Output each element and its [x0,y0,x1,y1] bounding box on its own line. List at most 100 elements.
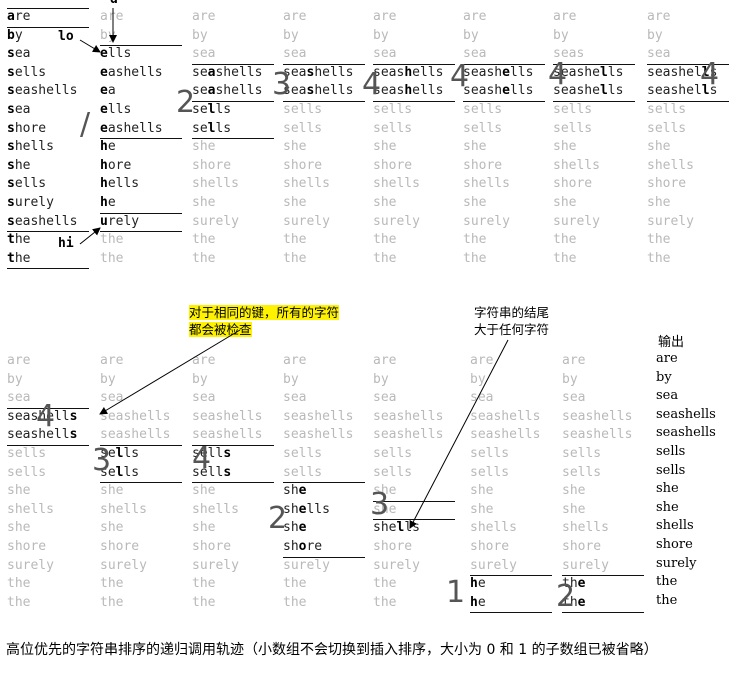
cell-text: seas [553,46,585,62]
trace-cell: sea [373,45,396,63]
hi-arrow [79,227,101,245]
cell-text: shore [100,539,140,554]
cell-key-char: e [298,520,307,536]
handwritten-depth-mark: 4 [548,57,568,92]
subarray-boundary [192,445,274,446]
trace-cell: she [192,482,215,500]
cell-suffix: rely [107,213,140,229]
trace-cell: sea [562,389,585,407]
cell-key-char: l [701,64,710,80]
trace-cell: the [7,231,30,249]
trace-cell: she [7,519,30,537]
cell-text: surely [553,213,600,229]
cell-text: shells [283,176,330,192]
cell-text: seashells [192,408,263,424]
trace-cell: sells [283,101,322,119]
cell-key-char: h [100,139,108,155]
cell-prefix: seash [463,64,503,80]
cell-suffix: ea [14,102,31,117]
cell-text: she [192,195,216,210]
trace-cell: he [100,138,116,156]
cell-prefix: she [373,520,397,536]
cell-text: by [192,27,208,43]
cell-key-char: e [298,501,307,517]
cell-text: seashells [562,427,633,443]
cell-suffix: e [107,139,116,155]
handwritten-depth-mark: 4 [36,399,56,434]
cell-text: the [7,594,31,610]
cell-text: sells [283,102,323,117]
trace-cell: he [470,575,486,593]
cell-suffix: ls [123,464,140,480]
trace-cell: eashells [100,64,163,82]
trace-cell: the [373,575,396,593]
trace-cell: seashells [463,82,533,100]
digit-label: d [110,0,118,7]
cell-suffix: lls [509,83,534,99]
trace-cell: shells [283,501,330,519]
cell-text: by [283,371,299,387]
cell-suffix: ore [107,157,132,173]
cell-text: shells [647,157,694,173]
trace-cell: seashells [562,426,632,444]
trace-cell: she [647,194,670,212]
subarray-boundary [100,231,182,233]
trace-cell: the [373,250,396,268]
handwritten-depth-mark: 1 [446,575,466,610]
handwritten-depth-mark: 3 [92,443,112,478]
cell-text: sells [562,446,602,461]
trace-cell: are [283,8,306,26]
trace-cell: she [470,501,493,519]
cell-text: surely [192,213,239,229]
cell-prefix: sh [283,501,299,517]
trace-cell: sells [553,101,592,119]
cell-text: sells [283,464,323,480]
trace-cell: shore [562,538,601,556]
cell-text: by [373,27,389,43]
trace-cell: shells [562,519,609,537]
trace-cell: seashells [470,408,540,426]
trace-cell: sells [373,464,412,482]
trace-cell: sells [373,101,412,119]
cell-prefix: sell [192,446,224,461]
cell-key-char: s [7,120,15,136]
cell-suffix: re [14,9,31,24]
trace-cell: seashells [100,408,170,426]
cell-prefix: seashell [7,408,70,424]
trace-cell: are [463,8,486,26]
cell-suffix: ls [607,64,624,80]
trace-cell: surely [647,213,694,231]
cell-text: shore [192,157,232,173]
trace-cell: shells [192,501,239,519]
cell-prefix: seashell [7,427,70,443]
cell-suffix: he [14,250,31,266]
cell-key-char: e [577,576,586,592]
cell-suffix: e [477,594,486,610]
trace-cell: are [373,8,396,26]
trace-cell: by [470,371,486,389]
cell-key-char: s [7,139,15,155]
trace-cell: she [553,138,576,156]
cell-suffix: shells [215,83,263,99]
cell-text: she [463,139,487,155]
cell-text: are [283,9,307,24]
cell-key-char: e [298,483,307,499]
trace-cell: seashells [7,408,77,426]
cell-key-char: e [100,102,108,117]
cell-text: she [562,501,586,517]
cell-text: sells [7,446,47,461]
trace-cell: seashells [192,426,262,444]
cell-key-char: s [7,102,15,117]
cell-text: she [192,520,216,536]
cell-suffix: lls [107,46,132,62]
trace-cell: seas [553,45,584,63]
cell-text: seashells [192,427,263,443]
subarray-boundary [100,138,182,140]
cell-text: sea [373,46,397,62]
handwritten-depth-mark: 4 [192,441,212,476]
trace-cell: seashells [283,426,353,444]
cell-key-char: s [306,64,315,80]
cell-text: the [7,576,31,592]
trace-cell: seashells [7,82,77,100]
trace-cell: she [283,138,306,156]
